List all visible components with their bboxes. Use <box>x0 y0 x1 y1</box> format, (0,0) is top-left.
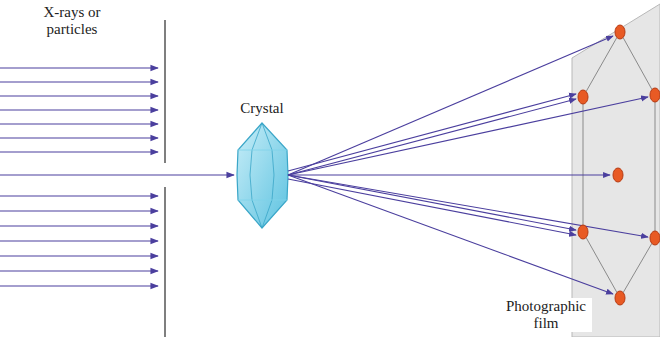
diffracted-beams <box>288 36 648 294</box>
film-label: Photographic film <box>500 298 592 332</box>
beam-label: X-rays or particles <box>22 4 122 38</box>
photographic-film <box>572 4 660 337</box>
crystal-label: Crystal <box>228 100 296 117</box>
spot-pattern-lines <box>583 32 655 298</box>
incident-beams <box>0 68 234 286</box>
slit-barrier <box>164 187 166 337</box>
crystal <box>237 123 288 228</box>
slit-barrier <box>164 20 166 163</box>
diffraction-spots <box>578 25 660 305</box>
